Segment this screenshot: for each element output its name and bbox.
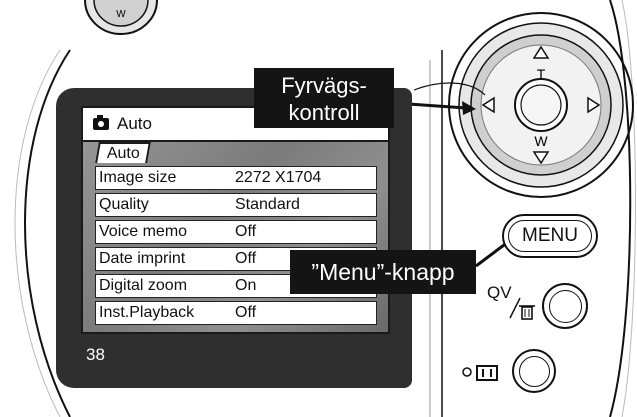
quick-view-delete-button[interactable]	[542, 283, 588, 329]
mode-title: Auto	[117, 114, 152, 134]
menu-row-label: Quality	[96, 194, 231, 216]
display-mode-button[interactable]	[512, 349, 556, 393]
menu-row-label: Inst.Playback	[96, 302, 231, 324]
menu-rows: Image size 2272 X1704 Quality Standard V…	[95, 166, 377, 328]
top-dial-label: W	[116, 9, 126, 20]
menu-row-value: 2272 X1704	[231, 167, 376, 189]
camera-mode-icon	[93, 118, 109, 130]
menu-row-label: Date imprint	[96, 248, 231, 270]
frame-counter: 38	[86, 345, 105, 365]
callout-line-2: kontroll	[254, 99, 394, 126]
trash-icon	[510, 298, 535, 319]
callout-line-1: Fyrvägs-	[254, 72, 394, 99]
four-way-controller-icon	[449, 13, 633, 197]
menu-button-callout: ”Menu”-knapp	[290, 250, 476, 294]
menu-row-label: Digital zoom	[96, 275, 231, 297]
menu-button[interactable]: MENU	[502, 214, 598, 258]
menu-row-quality[interactable]: Quality Standard	[95, 193, 377, 217]
dial-tele-label: T	[537, 66, 546, 82]
qv-label: QV	[487, 283, 512, 303]
menu-row-image-size[interactable]: Image size 2272 X1704	[95, 166, 377, 190]
menu-row-value: Standard	[231, 194, 376, 216]
menu-row-voice-memo[interactable]: Voice memo Off	[95, 220, 377, 244]
tab-auto[interactable]: Auto	[95, 142, 151, 163]
menu-row-label: Voice memo	[96, 221, 231, 243]
menu-row-label: Image size	[96, 167, 231, 189]
dial-wide-label: W	[534, 133, 548, 149]
menu-row-value: Off	[231, 302, 376, 324]
menu-button-label: MENU	[522, 225, 578, 247]
camera-menu-panel: Auto Auto Image size 2272 X1704 Quality …	[81, 106, 390, 334]
menu-row-inst-playback[interactable]: Inst.Playback Off	[95, 301, 377, 325]
display-mode-icon	[463, 366, 497, 380]
four-way-controller-callout: Fyrvägs- kontroll	[254, 68, 394, 128]
tab-auto-label: Auto	[106, 144, 139, 163]
menu-row-value: Off	[231, 221, 376, 243]
